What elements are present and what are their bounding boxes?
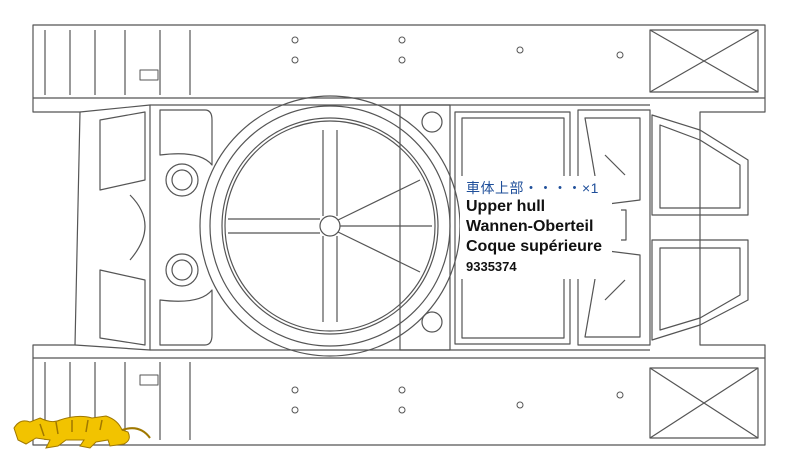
nose-hatch-bottom [651, 239, 749, 341]
part-name-en: Upper hull [466, 198, 546, 215]
right-x-box-top [649, 29, 759, 93]
label-background [460, 176, 612, 279]
rear-deck-left [74, 104, 151, 351]
left-fender-slats-top [44, 30, 191, 95]
left-fan-bottom [165, 253, 199, 287]
driver-hatch-area [399, 104, 451, 351]
right-x-box-bottom [649, 367, 759, 439]
part-name-fr: Coque supérieure [466, 238, 603, 255]
part-quantity: ・・・・×1 [524, 180, 599, 196]
left-vent-top [159, 109, 213, 166]
tiger-logo-icon [13, 415, 151, 449]
nose-hatch-top [651, 114, 749, 216]
turret-ring [199, 95, 461, 357]
left-fan-top [165, 163, 199, 197]
bolt-details [139, 36, 624, 414]
hull-outline [32, 24, 766, 446]
part-number: 9335374 [466, 259, 517, 274]
left-vent-bottom [159, 289, 213, 346]
part-name-de: Wannen-Oberteil [466, 218, 594, 235]
part-name-jp: 車体上部・・・・×1 [466, 180, 599, 196]
label-bracket [621, 209, 627, 241]
